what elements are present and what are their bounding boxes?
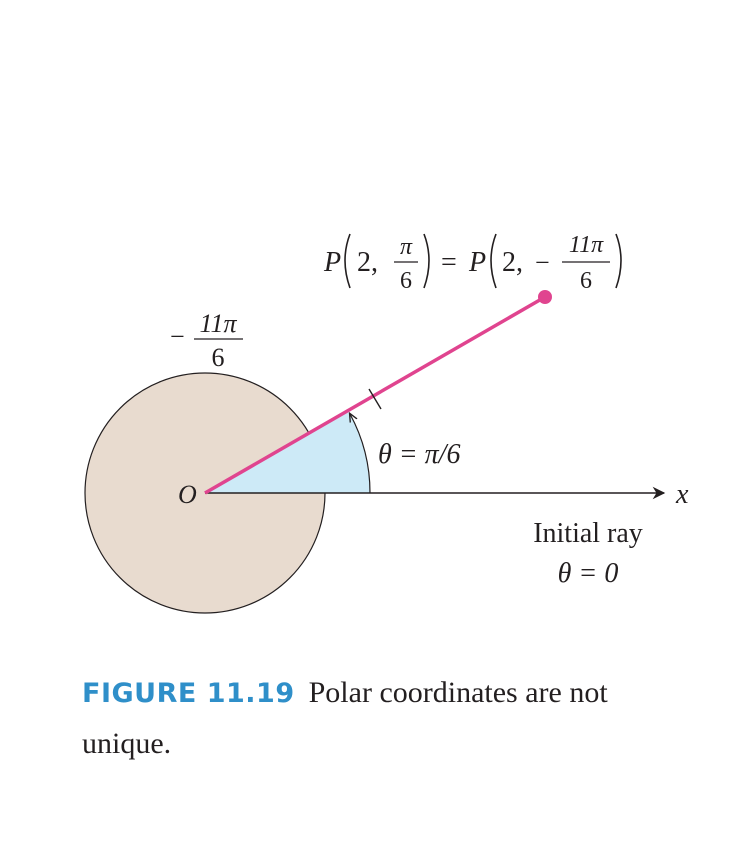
point-coordinates-label: P 2, π 6 = P 2, − 11π 6 — [323, 232, 622, 294]
unit-tick — [368, 388, 382, 410]
terminal-ray — [204, 295, 546, 495]
figure-caption-text: Polar coordinates are not unique. — [82, 676, 608, 760]
p2-letter: P — [468, 247, 486, 278]
figure-caption-label: FIGURE 11.19 — [82, 678, 295, 709]
p1-radius: 2, — [357, 247, 378, 278]
p2-minus: − — [535, 248, 550, 277]
neg-angle-numerator: 11π — [199, 309, 237, 338]
p2-right-paren — [615, 233, 622, 289]
negative-angle-label: − 11π 6 — [170, 309, 243, 372]
p1-right-paren — [423, 233, 430, 289]
initial-ray-angle: θ = 0 — [558, 558, 619, 589]
p1-left-paren — [344, 233, 351, 289]
neg-angle-minus: − — [170, 322, 185, 351]
angle-arc — [350, 414, 371, 494]
p1-numerator: π — [400, 234, 413, 260]
origin-label: O — [178, 480, 197, 509]
point-p — [538, 290, 552, 304]
neg-angle-denominator: 6 — [212, 343, 225, 372]
angle-wedge — [205, 410, 371, 493]
p2-numerator: 11π — [569, 232, 604, 258]
initial-ray-label: Initial ray — [533, 518, 643, 549]
p2-radius: 2, — [502, 247, 523, 278]
x-axis-label: x — [675, 479, 689, 510]
p1-letter: P — [323, 247, 341, 278]
polar-diagram: O x θ = π/6 Initial ray θ = 0 − 11π 6 P … — [84, 232, 689, 614]
p2-denominator: 6 — [580, 268, 592, 294]
p2-left-paren — [490, 233, 497, 289]
angle-label: θ = π/6 — [378, 439, 460, 470]
p1-denominator: 6 — [400, 268, 412, 294]
equals-sign: = — [441, 247, 457, 278]
